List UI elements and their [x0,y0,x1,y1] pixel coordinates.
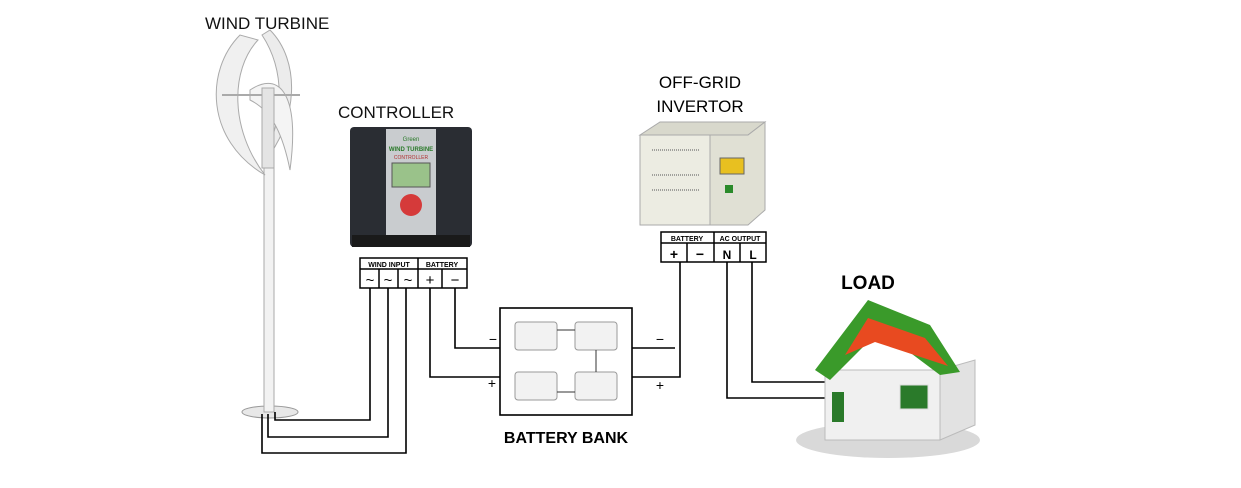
svg-text:CONTROLLER: CONTROLLER [394,155,429,161]
terminal-ac1: ~ [366,272,375,289]
wind-input-header: WIND INPUT [368,262,410,269]
wire-wind-2 [267,288,389,438]
battery-header: BATTERY [426,262,459,269]
terminal-ac3: ~ [404,272,413,289]
battery-bank-label: BATTERY BANK [504,430,629,447]
inverter-label-1: OFF-GRID [659,73,741,92]
terminal-neg: − [451,272,460,289]
bank-right-neg: − [656,331,664,347]
controller-label: CONTROLLER [338,103,454,122]
inverter-terminal-pos: + [670,246,678,262]
bank-left-pos: + [488,375,496,391]
control-buttons [400,194,422,216]
load-label: LOAD [841,273,895,294]
turbine-mast [263,149,275,413]
inverter-terminal-block [660,231,767,263]
inverter-device [638,120,767,226]
bank-right-pos: + [656,377,664,393]
svg-text:WIND TURBINE: WIND TURBINE [389,147,433,153]
wire-wind-3 [261,288,407,454]
bank-left-neg: − [489,331,497,347]
svg-text:Green: Green [403,137,420,143]
wire-ac-n [726,262,825,399]
wire-ctrl-battery-neg [454,288,500,349]
wire-ac-l [751,262,825,383]
wire-wind-1 [274,288,371,421]
inverter-terminal-neg: − [696,246,704,262]
inverter-label-2: INVERTOR [656,97,743,116]
batteries [514,321,618,401]
inverter-display [719,157,745,175]
house-load [796,300,980,458]
controller-terminal-block [359,257,468,289]
wiring [261,262,825,454]
inverter-battery-header: BATTERY [671,236,704,243]
terminal-pos: + [426,272,435,289]
terminal-n: N [723,248,732,262]
wind-turbine-label: WIND TURBINE [205,14,329,33]
terminal-l: L [749,248,756,262]
terminal-ac2: ~ [384,272,393,289]
wire-inv-battery-pos [632,262,681,378]
ac-output-header: AC OUTPUT [720,236,762,243]
wind-turbine [215,29,300,419]
wire-ctrl-battery-pos [429,288,500,378]
lcd-display [391,162,431,188]
turbine-blade [215,34,266,176]
charge-controller: Green WIND TURBINE CONTROLLER [350,127,472,247]
